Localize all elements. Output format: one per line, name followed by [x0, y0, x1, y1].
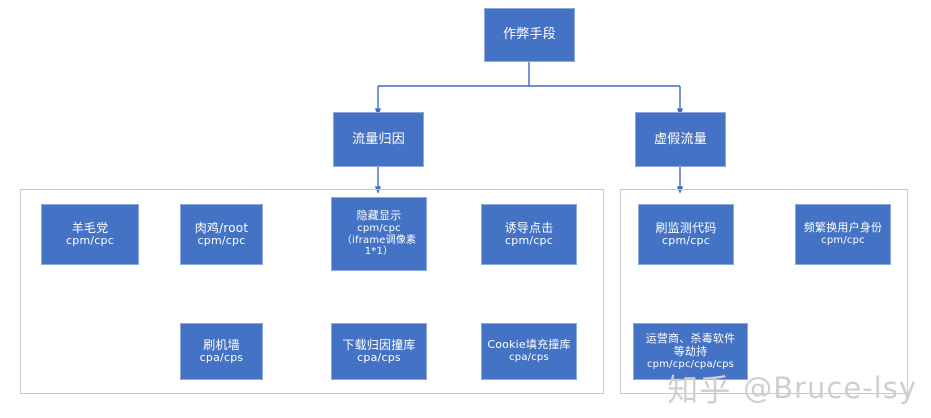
node-download-attribution-collision-line-1: 下载归因撞库: [342, 337, 416, 352]
node-root[interactable]: 作弊手段: [484, 8, 575, 62]
group-container-fake-traffic: [620, 189, 908, 394]
node-hidden-display-line-3: （iframe调像素: [341, 234, 417, 246]
node-cookie-stuffing-collision[interactable]: Cookie填充撞库 cpa/cps: [481, 323, 577, 380]
node-induced-click-line-1: 诱导点击: [504, 220, 554, 235]
node-hidden-display-line-1: 隐藏显示: [356, 208, 402, 222]
node-yangmaodang-line-2: cpm/cpc: [66, 234, 114, 248]
watermark-logo: 知乎: [667, 373, 732, 409]
node-fake-traffic[interactable]: 虚假流量: [635, 112, 726, 167]
node-fake-tracking-code-line-1: 刷监测代码: [655, 220, 717, 235]
node-fake-traffic-label: 虚假流量: [654, 131, 707, 147]
node-device-farm[interactable]: 刷机墙 cpa/cps: [180, 323, 263, 380]
node-yangmaodang-line-1: 羊毛党: [71, 220, 109, 235]
node-rouji-root[interactable]: 肉鸡/root cpm/cpc: [180, 204, 263, 265]
node-device-farm-line-1: 刷机墙: [203, 337, 240, 352]
node-traffic-attribution-label: 流量归因: [352, 131, 405, 147]
node-download-attribution-collision[interactable]: 下载归因撞库 cpa/cps: [331, 323, 427, 380]
node-carrier-antivirus-hijack[interactable]: 运营商、杀毒软件 等劫持 cpm/cpc/cpa/cps: [633, 323, 748, 380]
node-frequent-identity-switch[interactable]: 频繁换用户身份 cpm/cpc: [795, 204, 891, 265]
node-carrier-antivirus-hijack-line-2: 等劫持: [673, 344, 708, 358]
node-hidden-display-line-4: 1*1）: [364, 246, 394, 258]
node-cookie-stuffing-collision-line-2: cpa/cps: [509, 352, 549, 364]
watermark: 知乎 @Bruce-lsy: [667, 365, 917, 410]
node-induced-click[interactable]: 诱导点击 cpm/cpc: [481, 204, 577, 265]
node-fake-tracking-code-line-2: cpm/cpc: [662, 234, 710, 248]
node-carrier-antivirus-hijack-line-1: 运营商、杀毒软件: [645, 331, 736, 345]
node-device-farm-line-2: cpa/cps: [199, 351, 244, 365]
watermark-handle: @Bruce-lsy: [743, 370, 917, 405]
node-frequent-identity-switch-line-1: 频繁换用户身份: [803, 221, 883, 235]
node-root-label: 作弊手段: [503, 27, 556, 43]
node-yangmaodang[interactable]: 羊毛党 cpm/cpc: [41, 204, 139, 265]
node-frequent-identity-switch-line-2: cpm/cpc: [821, 235, 865, 247]
node-download-attribution-collision-line-2: cpa/cps: [357, 351, 401, 365]
group-container-traffic-attribution: [20, 189, 604, 394]
node-fake-tracking-code[interactable]: 刷监测代码 cpm/cpc: [638, 204, 734, 265]
node-rouji-root-line-2: cpm/cpc: [197, 234, 246, 248]
node-rouji-root-line-1: 肉鸡/root: [194, 220, 249, 235]
node-traffic-attribution[interactable]: 流量归因: [333, 112, 424, 167]
node-cookie-stuffing-collision-line-1: Cookie填充撞库: [487, 338, 571, 352]
node-hidden-display-line-2: cpm/cpc: [357, 222, 401, 234]
node-induced-click-line-2: cpm/cpc: [505, 234, 553, 248]
node-carrier-antivirus-hijack-line-3: cpm/cpc/cpa/cps: [646, 358, 735, 370]
node-hidden-display[interactable]: 隐藏显示 cpm/cpc （iframe调像素 1*1）: [331, 197, 427, 271]
